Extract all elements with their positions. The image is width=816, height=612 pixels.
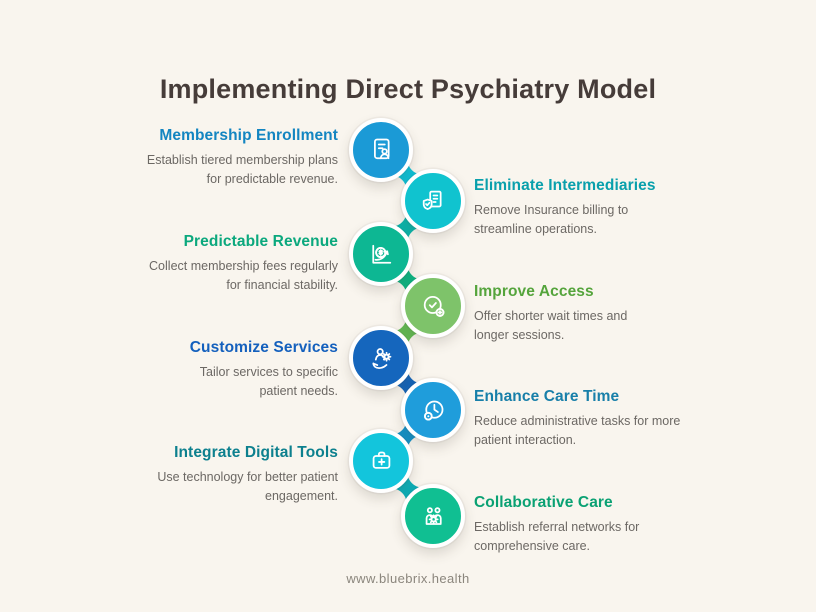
step-description: Remove Insurance billing to streamline o… — [474, 203, 629, 236]
step-heading: Eliminate Intermediaries — [474, 177, 656, 194]
timeline-connector — [392, 420, 422, 450]
step-collaborative-care: Collaborative Care Establish referral ne… — [474, 494, 724, 556]
step-description: Collect membership fees regularly for fi… — [149, 259, 338, 292]
timeline-connector — [392, 265, 422, 295]
step-customize-services: Customize Services Tailor services to sp… — [88, 339, 338, 401]
timeline-node-digital-tools — [349, 429, 413, 493]
step-description: Use technology for better patient engage… — [157, 470, 338, 503]
team-gear-icon — [425, 506, 442, 525]
timeline-connector — [392, 212, 422, 242]
timeline-node-care-time — [401, 378, 465, 442]
step-membership-enrollment: Membership Enrollment Establish tiered m… — [88, 127, 338, 189]
page-title: Implementing Direct Psychiatry Model — [159, 74, 657, 105]
timeline-node-access — [401, 274, 465, 338]
step-description: Establish tiered membership plans for pr… — [146, 153, 338, 186]
step-enhance-care-time: Enhance Care Time Reduce administrative … — [474, 388, 724, 450]
step-heading: Predictable Revenue — [183, 233, 338, 250]
step-description: Offer shorter wait times and longer sess… — [474, 309, 628, 342]
timeline-node-membership — [349, 118, 413, 182]
timeline-connector — [392, 369, 422, 399]
step-description: Reduce administrative tasks for more pat… — [474, 414, 681, 447]
step-heading: Customize Services — [189, 339, 338, 356]
step-heading: Improve Access — [474, 283, 594, 300]
revenue-growth-chart-icon — [371, 244, 391, 264]
timeline-connector — [392, 160, 422, 190]
step-description: Establish referral networks for comprehe… — [474, 520, 640, 553]
stopwatch-icon — [423, 400, 443, 421]
step-description: Tailor services to specific patient need… — [199, 365, 338, 398]
step-integrate-digital-tools: Integrate Digital Tools Use technology f… — [88, 444, 338, 506]
membership-document-icon — [373, 138, 390, 159]
insurance-billing-shield-icon — [422, 190, 442, 210]
timeline-node-revenue — [349, 222, 413, 286]
website-url: www.bluebrix.health — [346, 571, 470, 586]
hand-person-gear-icon — [371, 347, 391, 369]
step-predictable-revenue: Predictable Revenue Collect membership f… — [88, 233, 338, 295]
step-eliminate-intermediaries: Eliminate Intermediaries Remove Insuranc… — [474, 177, 724, 239]
timeline-node-intermediaries — [401, 169, 465, 233]
step-heading: Collaborative Care — [474, 494, 613, 511]
timeline-node-collaborative — [401, 484, 465, 548]
step-improve-access: Improve Access Offer shorter wait times … — [474, 283, 724, 345]
step-heading: Integrate Digital Tools — [174, 444, 338, 461]
timeline-node-customize — [349, 326, 413, 390]
step-heading: Membership Enrollment — [159, 127, 338, 144]
medical-kit-icon — [372, 451, 390, 469]
step-heading: Enhance Care Time — [474, 388, 620, 405]
clock-plus-icon — [423, 295, 444, 317]
timeline-connector — [392, 317, 422, 347]
timeline-connector — [392, 473, 422, 503]
